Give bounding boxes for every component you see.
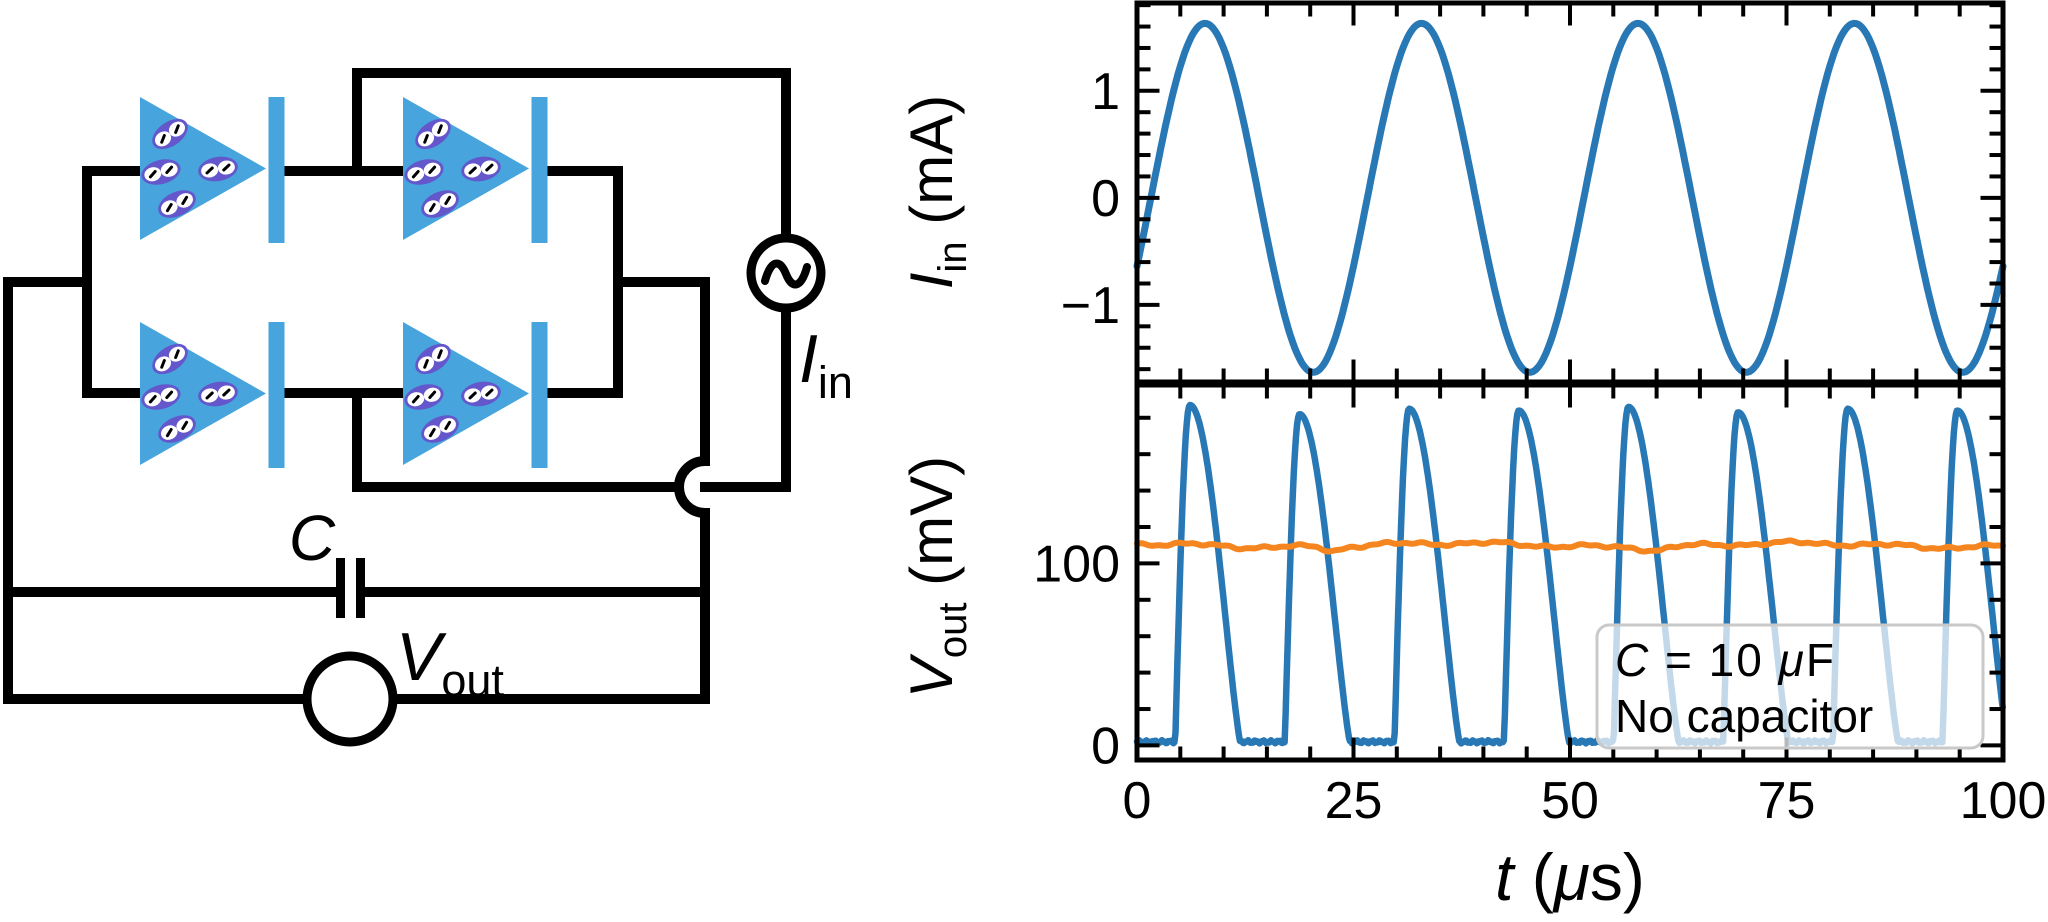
diode-bar bbox=[268, 322, 285, 468]
capacitor-icon bbox=[336, 558, 365, 618]
voltmeter-icon bbox=[302, 651, 398, 747]
cell-slit bbox=[160, 359, 166, 369]
bacteria-cell-icon bbox=[141, 384, 181, 410]
cell-slit bbox=[437, 349, 443, 359]
capacitor-plate-right bbox=[356, 558, 365, 618]
bacteria-cell-icon bbox=[152, 118, 188, 150]
cell-slit bbox=[468, 166, 477, 175]
cell-slit bbox=[222, 388, 231, 397]
legend-box bbox=[1595, 623, 1985, 750]
cell-slit bbox=[174, 349, 180, 359]
cell-slit bbox=[148, 394, 157, 404]
plots-panel: −1 0 1 0 100 0 25 50 75 100 Iin (mA) Vout (mV) t … bbox=[898, 0, 2046, 914]
cell-slit bbox=[205, 166, 214, 175]
cell-slit bbox=[485, 388, 494, 397]
cell-slit bbox=[174, 124, 180, 134]
top-plot-frame bbox=[1134, 0, 2006, 385]
bio-diode-icon bbox=[140, 97, 285, 243]
vout-label: Vout bbox=[396, 619, 504, 706]
bottom-y-tick-label: 0 bbox=[1091, 717, 1120, 775]
capacitor-label: C bbox=[289, 502, 336, 574]
cell-slit bbox=[165, 165, 174, 175]
legend-entry-no-capacitor: No capacitor bbox=[1615, 690, 1873, 742]
x-tick-label: 0 bbox=[1123, 772, 1152, 830]
circuit-wires bbox=[3, 68, 791, 704]
cell-slit bbox=[428, 428, 436, 438]
cell-slit bbox=[222, 163, 231, 172]
cell-slit bbox=[468, 391, 477, 400]
bacteria-cell-icon bbox=[198, 156, 238, 182]
legend-entry-c10uf: C = 10 μF bbox=[1615, 634, 1836, 686]
diode-bar bbox=[531, 97, 548, 243]
legend: C = 10 μF No capacitor bbox=[1595, 623, 1985, 750]
axis-tick-labels: −1 0 1 0 100 0 25 50 75 100 bbox=[1033, 63, 2046, 830]
bottom-plot-frame bbox=[1134, 382, 2006, 763]
bacteria-cell-icon bbox=[141, 159, 181, 185]
ac-current-source-icon bbox=[746, 233, 826, 313]
top-y-tick-label: −1 bbox=[1061, 277, 1120, 335]
x-tick-label: 50 bbox=[1541, 772, 1599, 830]
bacteria-cell-icon bbox=[152, 343, 188, 375]
bacteria-cell-icon bbox=[415, 343, 451, 375]
cell-slit bbox=[160, 134, 166, 144]
x-axis-label: t (μs) bbox=[1495, 840, 1645, 914]
cell-slit bbox=[423, 359, 429, 369]
wire-crossover-hop-icon bbox=[674, 456, 706, 518]
top-y-tick-label: 0 bbox=[1091, 170, 1120, 228]
sine-glyph-icon bbox=[761, 259, 811, 289]
diode-bar bbox=[268, 97, 285, 243]
top-y-axis-label: Iin (mA) bbox=[898, 95, 975, 289]
diode-bar bbox=[531, 322, 548, 468]
cell-slit bbox=[485, 163, 494, 172]
iin-curve bbox=[1133, 19, 2007, 376]
cell-slit bbox=[428, 165, 437, 175]
bio-diode-icon bbox=[403, 322, 548, 468]
cell-slit bbox=[165, 203, 173, 213]
cell-slit bbox=[444, 195, 452, 205]
x-tick-label: 25 bbox=[1325, 772, 1383, 830]
bacteria-cell-icon bbox=[461, 156, 501, 182]
bacteria-cell-icon bbox=[404, 384, 444, 410]
cell-slit bbox=[428, 203, 436, 213]
bacteria-cell-icon bbox=[404, 159, 444, 185]
x-tick-label: 75 bbox=[1758, 772, 1816, 830]
bottom-y-tick-label: 100 bbox=[1033, 535, 1120, 593]
cell-slit bbox=[411, 394, 420, 404]
cell-slit bbox=[411, 169, 420, 179]
bio-diode-icon bbox=[403, 97, 548, 243]
bacteria-cell-icon bbox=[158, 190, 196, 218]
vout-c10uf-curve bbox=[1134, 537, 2006, 555]
bacteria-cell-icon bbox=[421, 415, 459, 443]
circuit-diagram: C Vout Iin bbox=[3, 68, 853, 747]
cell-slit bbox=[428, 390, 437, 400]
bacteria-cell-icon bbox=[415, 118, 451, 150]
cell-slit bbox=[148, 169, 157, 179]
bio-diode-icon bbox=[140, 322, 285, 468]
top-y-tick-label: 1 bbox=[1091, 63, 1120, 121]
x-tick-label: 100 bbox=[1960, 772, 2047, 830]
iin-label: Iin bbox=[799, 321, 853, 408]
bio-diode-array bbox=[140, 97, 548, 468]
cell-slit bbox=[444, 420, 452, 430]
bacteria-cell-icon bbox=[198, 381, 238, 407]
bacteria-cell-icon bbox=[158, 415, 196, 443]
bacteria-cell-icon bbox=[461, 381, 501, 407]
cell-slit bbox=[165, 428, 173, 438]
bottom-y-axis-label: Vout (mV) bbox=[898, 456, 975, 698]
capacitor-plate-left bbox=[336, 558, 345, 618]
bacteria-cell-icon bbox=[421, 190, 459, 218]
cell-slit bbox=[181, 195, 189, 205]
cell-slit bbox=[205, 391, 214, 400]
cell-slit bbox=[423, 134, 429, 144]
cell-slit bbox=[165, 390, 174, 400]
cell-slit bbox=[437, 124, 443, 134]
axis-ticks bbox=[1135, 3, 2005, 758]
cell-slit bbox=[181, 420, 189, 430]
